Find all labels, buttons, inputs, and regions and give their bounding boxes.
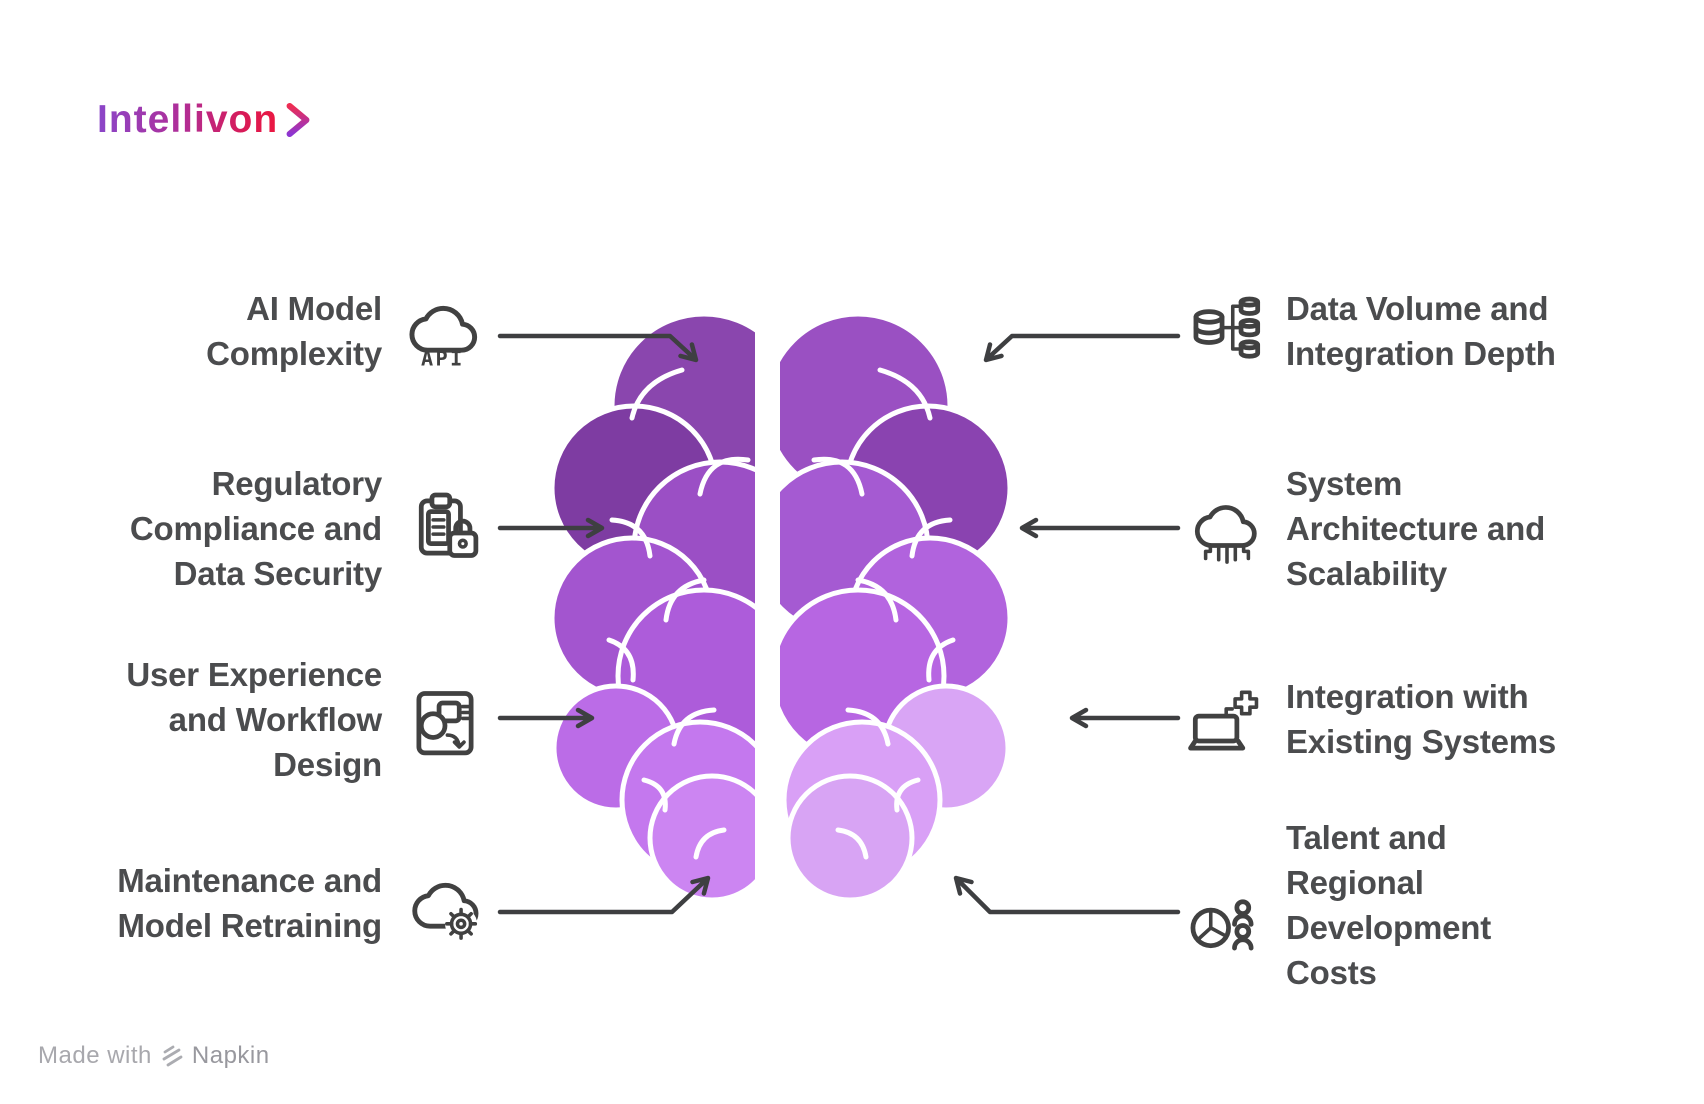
arrow-right-1 [983, 333, 1181, 363]
label-line: and Workflow [168, 701, 383, 738]
label-line: Integration with [1286, 678, 1529, 715]
label-line: Existing Systems [1286, 723, 1557, 760]
label-line: Design [273, 746, 382, 783]
label-line: Data Security [173, 555, 383, 592]
brain-illustration [552, 311, 1010, 902]
napkin-logo-icon [162, 1045, 183, 1067]
cloud-gear-icon [410, 868, 486, 944]
label-line: Integration Depth [1286, 335, 1556, 372]
label-line: Architecture and [1286, 510, 1546, 547]
cloud-circuit-icon [1189, 492, 1265, 568]
clipboard-lock-icon [407, 489, 483, 565]
made-with-text: Made with [38, 1042, 152, 1069]
label-regulatory-compliance: Regulatory Compliance and Data Security [130, 461, 382, 596]
arrow-right-3 [1069, 707, 1181, 729]
wireframe-design-icon [407, 684, 483, 760]
chevron-right-icon [286, 102, 310, 138]
label-integration-existing: Integration with Existing Systems [1286, 674, 1556, 764]
label-line: Maintenance and [117, 862, 382, 899]
brand-logo: Intellivon [97, 98, 312, 142]
database-network-icon [1190, 292, 1266, 368]
label-maintenance-retraining: Maintenance and Model Retraining [117, 858, 382, 948]
label-line: AI Model [246, 290, 382, 327]
label-line: Model Retraining [117, 907, 383, 944]
label-line: System [1286, 465, 1403, 502]
svg-text:API: API [421, 347, 465, 368]
label-ai-model-complexity: AI Model Complexity [206, 286, 382, 376]
brain-left-hemisphere [552, 311, 755, 902]
label-line: User Experience [126, 656, 382, 693]
label-line: Regulatory [211, 465, 383, 502]
brain-right-hemisphere [780, 311, 1010, 902]
napkin-brand-text: Napkin [191, 1042, 270, 1069]
label-line: Data Volume and [1286, 290, 1549, 327]
logo-text: Intellivon [97, 98, 279, 141]
label-user-experience: User Experience and Workflow Design [126, 652, 382, 787]
label-talent-costs: Talent and Regional Development Costs [1286, 815, 1491, 995]
arrow-right-2 [1019, 517, 1181, 539]
cloud-api-icon: API [406, 292, 482, 371]
made-with-napkin: Made with Napkin [38, 1042, 270, 1070]
label-line: Compliance and [129, 510, 382, 547]
label-line: Regional [1286, 864, 1424, 901]
label-system-architecture: System Architecture and Scalability [1286, 461, 1545, 596]
label-line: Development [1286, 909, 1492, 946]
label-line: Talent and [1286, 819, 1447, 856]
label-line: Complexity [206, 335, 382, 372]
label-line: Costs [1286, 954, 1377, 991]
pie-chart-people-icon [1187, 878, 1263, 954]
label-line: Scalability [1286, 555, 1448, 592]
laptop-plus-icon [1187, 684, 1263, 760]
label-data-volume: Data Volume and Integration Depth [1286, 286, 1556, 376]
